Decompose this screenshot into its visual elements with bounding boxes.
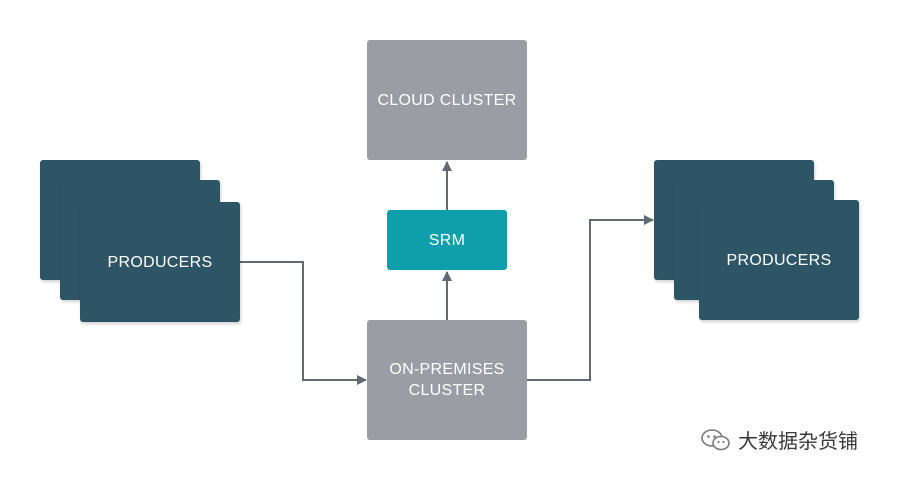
- producers-right-node: PRODUCERS: [699, 200, 859, 320]
- producers-left-label: PRODUCERS: [107, 253, 213, 271]
- edge-onprem-to-producers-right: [527, 215, 654, 381]
- on-premises-cluster-label: ON-PREMISES CLUSTER: [389, 361, 505, 399]
- srm-node: SRM: [387, 210, 507, 270]
- watermark: 大数据杂货铺: [700, 425, 858, 454]
- on-premises-cluster-node: ON-PREMISES CLUSTER: [367, 320, 527, 440]
- producers-right-label: PRODUCERS: [726, 251, 832, 269]
- cloud-cluster-label: CLOUD CLUSTER: [377, 91, 517, 109]
- watermark-text: 大数据杂货铺: [738, 429, 858, 453]
- producers-left-node: PRODUCERS: [80, 202, 240, 322]
- wechat-icon: [701, 428, 730, 450]
- edge-producers-to-onprem: [240, 261, 367, 385]
- srm-label: SRM: [428, 231, 466, 249]
- cloud-cluster-node: CLOUD CLUSTER: [367, 40, 527, 160]
